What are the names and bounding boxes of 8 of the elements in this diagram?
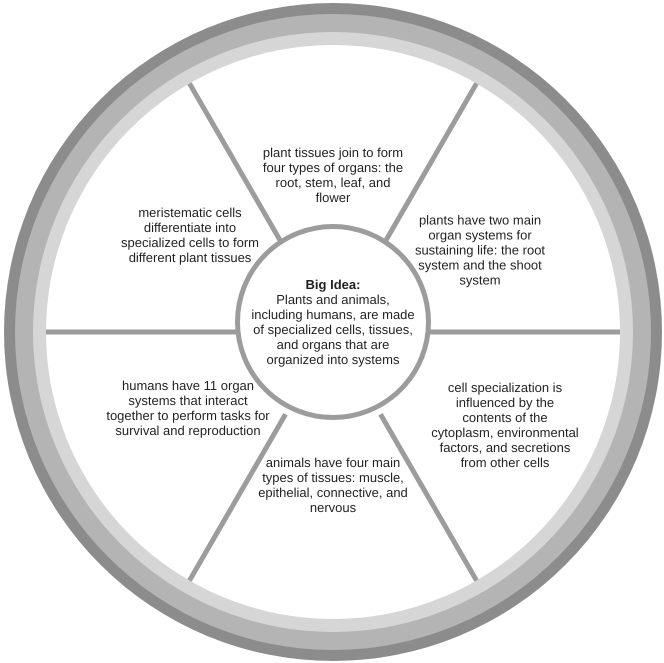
sector-text: cell specialization is influenced by the contents of the cytoplasm, environmental factors, and secretions from other cells — [430, 380, 580, 470]
sector-text: plant tissues join to form four types of organs: the root, stem, leaf, and flower — [258, 145, 408, 205]
sector-text: meristematic cells differentiate into specialized cells to form different plant tissues — [115, 205, 265, 265]
sector-text: animals have four main types of tissues: muscle, epithelial, connective, and nervous — [258, 455, 408, 515]
body-text: Plants and animals, including humans, are made of specialized cells, tissues, and organs that are organized into systems — [250, 292, 416, 367]
heading: Big Idea: — [306, 277, 360, 292]
sector-text: plants have two main organ systems for sustaining life: the root system and the shoot system — [405, 212, 555, 288]
sector-text: humans have 11 organ systems that interact together to perform tasks for survival and reproduction — [103, 378, 273, 438]
